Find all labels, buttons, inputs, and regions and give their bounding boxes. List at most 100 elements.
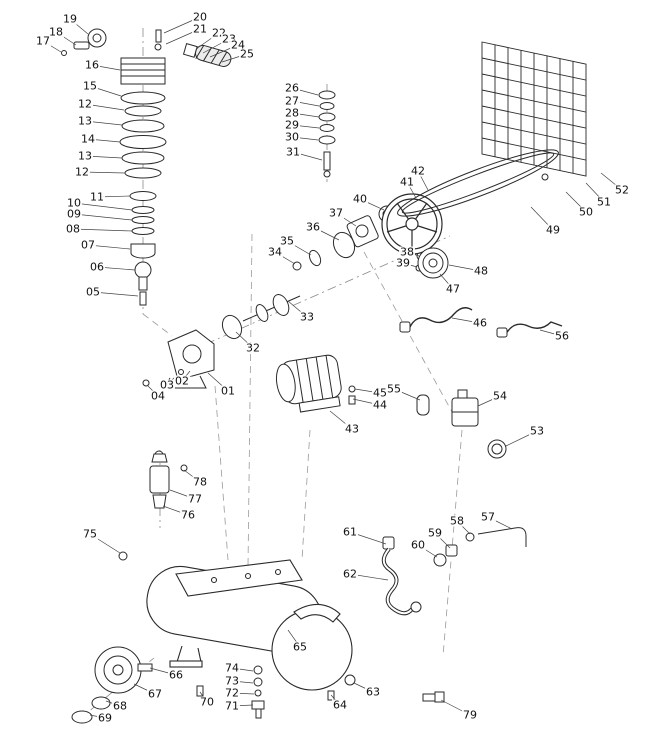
part-label-77-59: 77: [187, 492, 203, 506]
part-label-24-21: 24: [230, 38, 246, 52]
filter-regulator: [149, 450, 188, 509]
part-label-19-0: 19: [62, 12, 78, 26]
part-label-78-58: 78: [192, 475, 208, 489]
part-label-49-41: 49: [545, 223, 561, 237]
part-label-16-3: 16: [84, 58, 100, 72]
discharge-hose: [381, 536, 422, 616]
part-label-37-32: 37: [328, 206, 344, 220]
part-label-47-39: 47: [445, 282, 461, 296]
part-label-58-64: 58: [449, 514, 465, 528]
part-label-44-54: 44: [372, 398, 388, 412]
part-label-79-80: 79: [462, 708, 478, 722]
part-label-31-28: 31: [285, 145, 301, 159]
part-label-73-74: 73: [224, 674, 240, 688]
part-label-06-15: 06: [89, 260, 105, 274]
part-label-40-31: 40: [352, 192, 368, 206]
part-label-12-9: 12: [74, 165, 90, 179]
part-label-03-49: 03: [159, 378, 175, 392]
part-label-08-13: 08: [65, 222, 81, 236]
belt-guard-grille: [481, 41, 587, 177]
alignment-lines: [142, 233, 463, 657]
part-label-15-4: 15: [82, 79, 98, 93]
part-label-69-72: 69: [97, 711, 113, 725]
part-label-66-69: 66: [168, 668, 184, 682]
part-label-60-66: 60: [410, 538, 426, 552]
part-label-22-19: 22: [211, 26, 227, 40]
part-label-13-8: 13: [77, 149, 93, 163]
part-label-28-25: 28: [284, 106, 300, 120]
part-label-29-26: 29: [284, 118, 300, 132]
part-label-09-12: 09: [66, 207, 82, 221]
motor: [275, 354, 342, 413]
part-label-26-23: 26: [284, 81, 300, 95]
part-label-46-40: 46: [472, 316, 488, 330]
part-label-41-30: 41: [399, 175, 415, 189]
part-label-57-63: 57: [480, 510, 496, 524]
part-label-62-67: 62: [342, 567, 358, 581]
part-label-75-61: 75: [82, 527, 98, 541]
part-label-48-38: 48: [473, 264, 489, 278]
part-label-54-56: 54: [492, 389, 508, 403]
part-label-12-5: 12: [77, 97, 93, 111]
part-label-25-22: 25: [239, 47, 255, 61]
part-label-63-79: 63: [365, 685, 381, 699]
part-label-43-55: 43: [344, 422, 360, 436]
pulley: [417, 247, 449, 279]
part-label-07-14: 07: [80, 238, 96, 252]
part-label-61-62: 61: [342, 525, 358, 539]
pump-head-parts: [61, 28, 232, 306]
part-label-13-6: 13: [77, 114, 93, 128]
part-label-36-33: 36: [305, 220, 321, 234]
part-label-72-75: 72: [224, 686, 240, 700]
part-label-45-52: 45: [372, 386, 388, 400]
part-label-17-2: 17: [35, 34, 51, 48]
part-label-52-44: 52: [614, 183, 630, 197]
drive-belt: [397, 149, 559, 217]
part-label-20-17: 20: [192, 10, 208, 24]
part-label-71-76: 71: [224, 699, 240, 713]
part-label-39-37: 39: [395, 256, 411, 270]
tank: [146, 559, 353, 691]
crankshaft-parts: [221, 205, 426, 340]
part-label-04-50: 04: [150, 389, 166, 403]
part-label-01-51: 01: [220, 384, 236, 398]
part-label-35-34: 35: [279, 234, 295, 248]
part-label-56-45: 56: [554, 329, 570, 343]
part-label-32-47: 32: [245, 341, 261, 355]
part-label-05-16: 05: [85, 285, 101, 299]
part-label-64-78: 64: [332, 698, 348, 712]
part-label-33-46: 33: [299, 310, 315, 324]
part-label-21-18: 21: [192, 22, 208, 36]
part-label-53-57: 53: [529, 424, 545, 438]
part-label-70-77: 70: [199, 695, 215, 709]
part-label-67-70: 67: [147, 687, 163, 701]
part-label-27-24: 27: [284, 94, 300, 108]
part-label-59-65: 59: [427, 526, 443, 540]
part-label-14-7: 14: [80, 132, 96, 146]
part-label-42-29: 42: [410, 164, 426, 178]
valve-parts: [318, 90, 336, 178]
part-label-65-68: 65: [292, 640, 308, 654]
wheel: [71, 646, 153, 724]
part-label-18-1: 18: [48, 25, 64, 39]
part-label-38-36: 38: [399, 245, 415, 259]
drain-valve-parts: [196, 665, 265, 719]
part-label-10-11: 10: [66, 196, 82, 210]
part-label-30-27: 30: [284, 130, 300, 144]
mount-bolt: [118, 551, 128, 561]
part-label-11-10: 11: [89, 190, 105, 204]
part-label-55-53: 55: [386, 382, 402, 396]
part-label-76-60: 76: [180, 508, 196, 522]
part-label-68-71: 68: [112, 699, 128, 713]
part-label-50-42: 50: [578, 205, 594, 219]
part-label-74-73: 74: [224, 661, 240, 675]
part-label-34-35: 34: [267, 245, 283, 259]
pressure-gauge: [487, 439, 507, 459]
power-cords: [399, 307, 563, 338]
part-label-23-20: 23: [221, 32, 237, 46]
part-label-02-48: 02: [174, 374, 190, 388]
part-label-51-43: 51: [596, 195, 612, 209]
